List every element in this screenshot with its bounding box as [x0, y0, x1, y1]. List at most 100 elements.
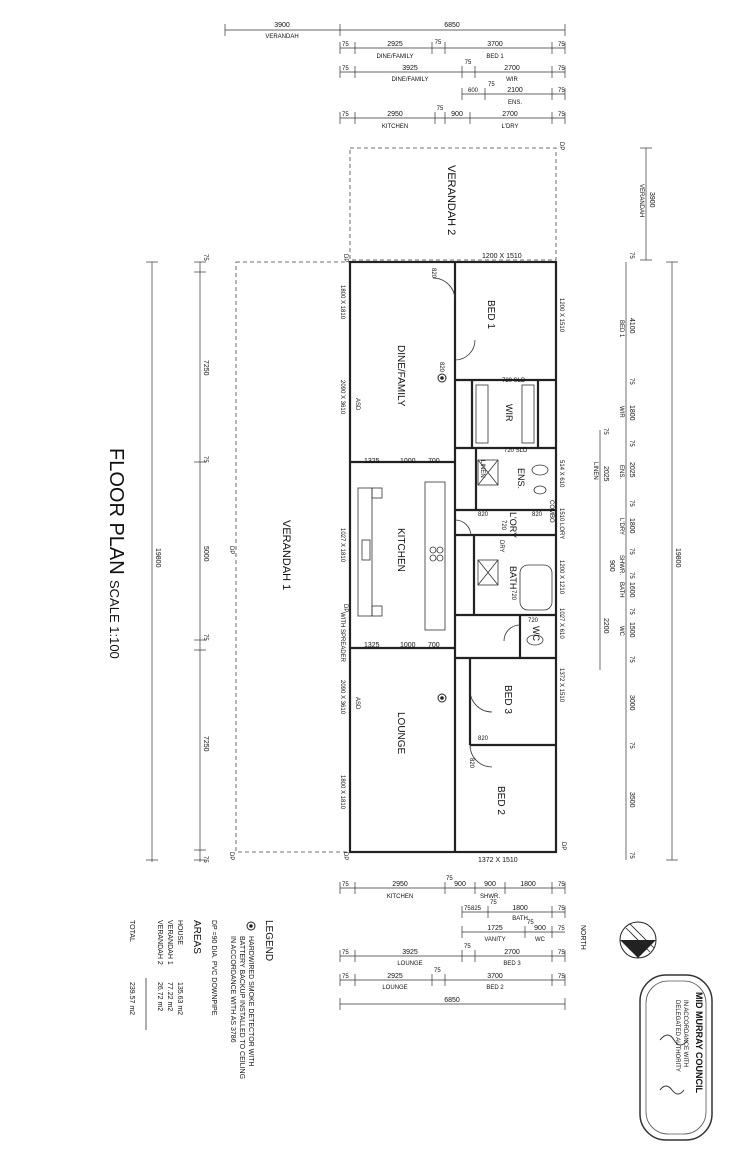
- door-swings: [432, 277, 521, 768]
- right-dim-0: 75: [628, 252, 634, 259]
- left-dimensions: 75 7250 75 5000 75 7250 75 19800: [146, 254, 209, 863]
- stamp-line3: DELEGATED AUTHORITY: [674, 1000, 680, 1072]
- room-label-bed3: BED 3: [502, 685, 513, 714]
- kit-dim-bot-0: 1325: [364, 642, 380, 649]
- bot-r1-3: 900: [454, 881, 466, 888]
- legend: LEGEND HARDWIRED SMOKE DETECTOR WITH BAT…: [210, 920, 274, 1079]
- dp-label-vbl: DP: [228, 852, 234, 860]
- dim-top-r4-1: 75: [488, 82, 495, 88]
- dim-top-r3-3: 2700: [504, 65, 520, 72]
- dim-top-r4-label-ens: ENS.: [508, 100, 522, 106]
- left-dim-1: 7250: [202, 360, 209, 376]
- right-dim-label-bath: BATH: [618, 582, 624, 598]
- left-dim-6: 75: [202, 856, 208, 863]
- dp-label-top-right: DP: [558, 142, 564, 150]
- dim-top-r5-4: 2700: [502, 111, 518, 118]
- verandah-2: VERANDAH 2 DP: [349, 142, 564, 261]
- right-dim-label-bed1: BED 1: [618, 320, 624, 338]
- legend-dp-note: DP =90 DIA. PVC DOWNPIPE: [210, 920, 217, 1016]
- kit-dim-bot-2: 700: [428, 642, 440, 649]
- left-dim-total: 19800: [154, 548, 161, 568]
- stamp-line1: MID MURRAY COUNCIL: [694, 992, 704, 1094]
- asd-2: ASD: [354, 697, 360, 710]
- legend-smoke-2: BATTERY BACKUP INSTALLED TO CEILING: [238, 936, 245, 1079]
- right-dim-extra-1: 2025: [602, 466, 609, 482]
- verandah-1: VERANDAH 1 DP: [228, 261, 351, 853]
- dim-top-r5-label-lory: L'DRY: [501, 124, 518, 130]
- bot-r2-0: 75: [464, 906, 471, 912]
- bot-r1-5: 1800: [520, 881, 536, 888]
- bot-r2-3: 1800: [512, 905, 528, 912]
- bot-r1-label-kitchen: KITCHEN: [387, 894, 413, 900]
- asd-1: ASD: [354, 398, 360, 411]
- win-lory: 1510 LORY: [558, 508, 564, 539]
- room-label-bath: BATH: [508, 566, 518, 589]
- right-dim-label-lory: L'DRY: [618, 518, 624, 535]
- title-block: FLOOR PLAN SCALE 1:100: [105, 448, 127, 659]
- bot-r1-2: 75: [446, 876, 453, 882]
- kit-dim-top-2: 700: [428, 458, 440, 465]
- smoke-detectors: [437, 373, 447, 703]
- dim-top-r2-0: 75: [342, 42, 349, 48]
- right-dim-18: 75: [628, 852, 634, 859]
- win-kitchen: 1027 X 1810: [339, 528, 345, 563]
- north-arrow-icon: [620, 940, 656, 958]
- dim-top-r4-0: 600: [468, 88, 479, 94]
- plan-title: FLOOR PLAN: [105, 448, 127, 575]
- right-dim-3: 1800: [628, 405, 635, 421]
- plan-scale: SCALE 1:100: [107, 580, 122, 659]
- win-bed1-side: 1200 X 1510: [558, 298, 564, 333]
- kit-dim-top-1: 1000: [400, 458, 416, 465]
- win-bed1-top: 1200 X 1510: [482, 253, 522, 260]
- bot-r2-label-bath: BATH: [512, 916, 528, 922]
- opening-annotations: 1200 X 1510 1200 X 1510 1800 X 1810 2090…: [228, 253, 566, 864]
- right-dim-extra-linen: LINEN: [592, 462, 598, 480]
- north-label: NORTH: [579, 925, 586, 950]
- win-wc: 1027 X 610: [558, 608, 564, 639]
- dim-top-r3-0: 75: [342, 66, 349, 72]
- bot-r5-label-bed2: BED 2: [486, 985, 504, 991]
- bot-r5-2: 75: [434, 968, 441, 974]
- win-ens: 514 X 610: [558, 460, 564, 488]
- bot-r4-0: 75: [342, 950, 349, 956]
- room-label-wc: WC: [531, 626, 541, 641]
- legend-smoke-1: HARDWIRED SMOKE DETECTOR WITH: [247, 936, 254, 1067]
- dim-top-r4-2: 2100: [507, 87, 523, 94]
- bot-r5-0: 75: [342, 974, 349, 980]
- right-dim-label-ens: ENS.: [618, 465, 624, 479]
- left-dim-2: 75: [202, 456, 208, 463]
- win-combo: 1200 X 1210: [558, 560, 564, 595]
- legend-title: LEGEND: [263, 920, 274, 961]
- bot-r6-overall: 6850: [444, 997, 460, 1004]
- dim-top-r5-2: 75: [437, 106, 444, 112]
- right-dim-11: 1600: [628, 582, 635, 598]
- bot-r4-1: 3925: [402, 949, 418, 956]
- dim-top-r3-label-dine: DINE/FAMILY: [392, 77, 429, 83]
- dim-top-verandah: 3900: [274, 22, 290, 29]
- room-label-wir: WIR: [504, 404, 514, 422]
- bot-r3-2: 900: [534, 925, 546, 932]
- bot-r3-1: 75: [527, 920, 534, 926]
- right-dim-8: 75: [628, 548, 634, 555]
- dp-label-br: DP: [560, 842, 566, 850]
- dim-top-r5-0: 75: [342, 112, 349, 118]
- room-label-lory: L'ORY: [508, 512, 518, 538]
- dim-top-r2-label-bed1: BED 1: [486, 54, 504, 60]
- right-dim-verandah-label: VERANDAH: [638, 184, 644, 217]
- house-outline: [348, 260, 558, 854]
- bot-r3-0: 1725: [487, 925, 503, 932]
- dim-top-r2-label-dine: DINE/FAMILY: [377, 54, 414, 60]
- dp-label-ml: DP: [342, 604, 348, 612]
- top-dimensions: 3900 VERANDAH 6850 75 2925 75 3700 75 DI…: [224, 22, 566, 130]
- bot-r4-label-lounge: LOUNGE: [397, 961, 422, 967]
- stamp-line2: IN ACCORDANCE WITH: [682, 1000, 688, 1067]
- sld-1: 720 SLD: [502, 378, 526, 384]
- bot-r4-3: 2700: [504, 949, 520, 956]
- dp-label-verandah: DP: [228, 546, 234, 554]
- bot-r4-label-bed3: BED 3: [503, 961, 521, 967]
- areas-title: AREAS: [191, 920, 202, 954]
- bot-r2-1: 825: [471, 906, 482, 912]
- room-label-verandah2: VERANDAH 2: [445, 165, 457, 235]
- room-label-kitchen: KITCHEN: [395, 528, 406, 572]
